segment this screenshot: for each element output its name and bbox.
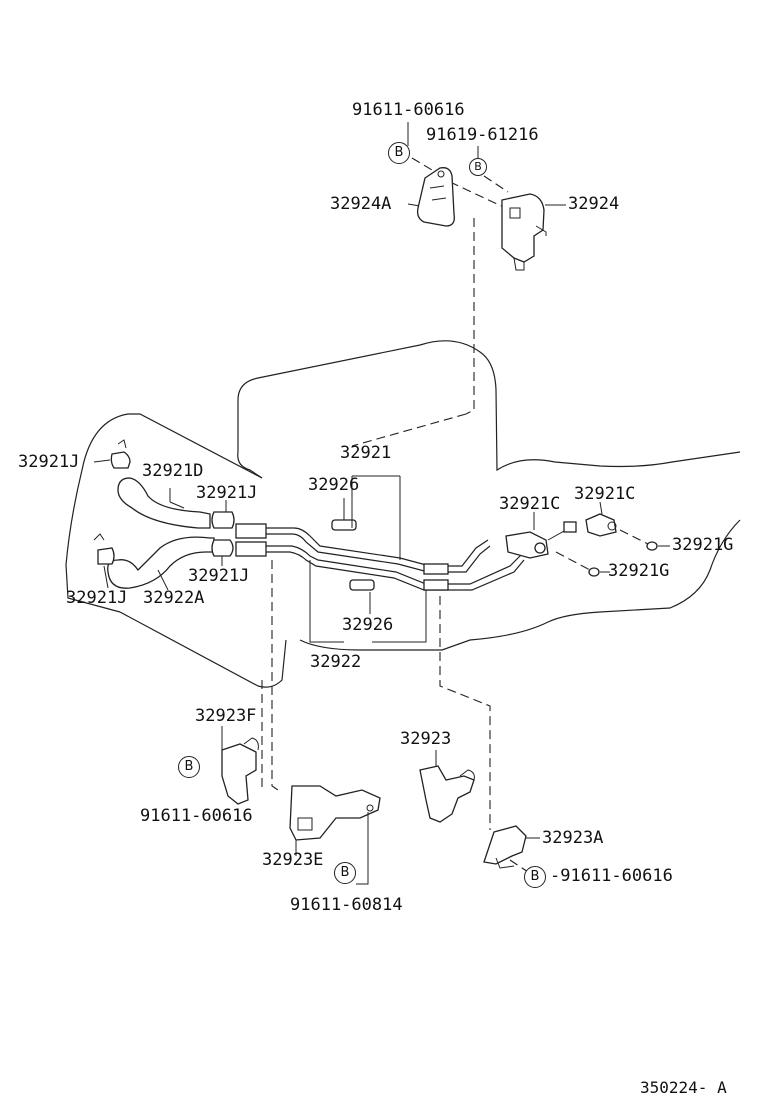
- dash-bracket-link: [449, 181, 511, 211]
- bracket-32923A: [483, 825, 527, 865]
- label-32921G-b: 32921G: [608, 561, 670, 581]
- dash-vertical-right: [439, 596, 491, 830]
- leader-32921C-b: [599, 501, 603, 515]
- dash-gasket-link: [555, 551, 591, 571]
- block-left-edge: [65, 564, 121, 613]
- clip-32921J-mid: [211, 511, 235, 529]
- leader-32921J-d: [103, 565, 109, 589]
- label-32923A: 32923A: [542, 828, 604, 848]
- bracket-32921-leader: [351, 475, 401, 560]
- clip-32921J-low: [97, 547, 115, 565]
- label-32926-a: 32926: [308, 475, 360, 495]
- gasket-32921G-b: [588, 567, 600, 577]
- leader-32921D-2: [169, 501, 185, 509]
- label-91611-60814: 91611-60814: [290, 895, 403, 915]
- label-32924A: 32924A: [330, 194, 392, 214]
- label-32921C-a: 32921C: [499, 494, 561, 514]
- fitting-32921C-small: [563, 521, 577, 533]
- dash-fitting-link: [619, 529, 649, 545]
- fitting-32921C-right-ring: [607, 521, 617, 531]
- bracket-32923A-foot: [495, 857, 515, 869]
- hose-32922A: [107, 536, 215, 589]
- bolt-marker-left: B: [178, 756, 200, 778]
- bracket-32923E-hole: [366, 804, 374, 812]
- hose-32926-lower: [349, 579, 375, 591]
- bracket-32924-foot: [513, 257, 525, 271]
- label-91611-60616-top: 91611-60616: [352, 100, 465, 120]
- bracket-32924-ear: [535, 225, 547, 236]
- bracket-32924-tab: [509, 207, 521, 219]
- engine-outline: [237, 340, 741, 472]
- engine-front-edge: [299, 519, 741, 651]
- block-bottom-outline: [119, 611, 287, 688]
- pipe-end-left-top: [235, 523, 267, 539]
- label-32923E: 32923E: [262, 850, 324, 870]
- clip-32921J-top-hook: [117, 439, 127, 449]
- bolt-marker-bottom: B: [334, 862, 356, 884]
- leader-32922A: [157, 569, 169, 591]
- dash-b-to-bracket-2: [483, 175, 509, 193]
- pipe-lower-2: [240, 551, 525, 591]
- clip-32921J-right: [211, 539, 234, 557]
- leader-32921J-a: [93, 459, 111, 463]
- label-32923F: 32923F: [195, 706, 257, 726]
- bracket-32924A-hole: [437, 170, 445, 178]
- bracket-32922-leader: [309, 560, 427, 643]
- bolt-marker-91619: B: [469, 158, 487, 176]
- bracket-32923E-tab: [297, 817, 313, 831]
- label-32921J-c: 32921J: [188, 566, 250, 586]
- bolt-marker-top: B: [388, 142, 410, 164]
- label-91611-60616-right: -91611-60616: [550, 866, 673, 886]
- dash-vertical-top-2: [351, 413, 467, 447]
- label-32921J-b: 32921J: [196, 483, 258, 503]
- label-32923: 32923: [400, 729, 452, 749]
- label-32921C-b: 32921C: [574, 484, 636, 504]
- diagram-code: 350224- A: [640, 1078, 727, 1097]
- hose-32921D: [117, 477, 211, 529]
- bracket-32923F: [221, 743, 257, 805]
- pipe-sleeve-right-top: [423, 563, 449, 575]
- bracket-32924: [501, 193, 545, 263]
- bracket-32923F-ear: [243, 737, 259, 751]
- label-32922A: 32922A: [143, 588, 205, 608]
- clip-32921J-top: [110, 451, 131, 469]
- bracket-32924A: [416, 167, 455, 227]
- label-32921G-a: 32921G: [672, 535, 734, 555]
- label-32921D: 32921D: [142, 461, 204, 481]
- label-32926-b: 32926: [342, 615, 394, 635]
- label-91619-61216: 91619-61216: [426, 125, 539, 145]
- label-32921: 32921: [340, 443, 392, 463]
- label-32922: 32922: [310, 652, 362, 672]
- engine-outline-lower: [237, 451, 263, 479]
- block-left-outline: [65, 413, 263, 566]
- label-32921J-a: 32921J: [18, 452, 80, 472]
- gasket-32921G-a: [646, 541, 658, 551]
- fitting-32921C-right: [585, 513, 617, 537]
- label-91611-60616-left: 91611-60616: [140, 806, 253, 826]
- label-32924: 32924: [568, 194, 620, 214]
- clip-32921J-low-hook: [93, 533, 105, 541]
- bracket-32923E: [289, 785, 381, 841]
- dash-vertical-top: [465, 218, 475, 415]
- bracket-32923-ear: [459, 769, 475, 781]
- bracket-32924A-detail: [429, 185, 447, 201]
- pipe-end-left-bottom: [235, 541, 267, 557]
- bolt-marker-right: B: [524, 866, 546, 888]
- bracket-32923: [419, 765, 475, 823]
- dash-vertical-left: [271, 560, 279, 791]
- pipe-sleeve-right-bottom: [423, 579, 449, 591]
- leader-91611-60814: [356, 812, 369, 885]
- label-32921J-d: 32921J: [66, 588, 128, 608]
- union-32921C-bolt: [534, 542, 546, 554]
